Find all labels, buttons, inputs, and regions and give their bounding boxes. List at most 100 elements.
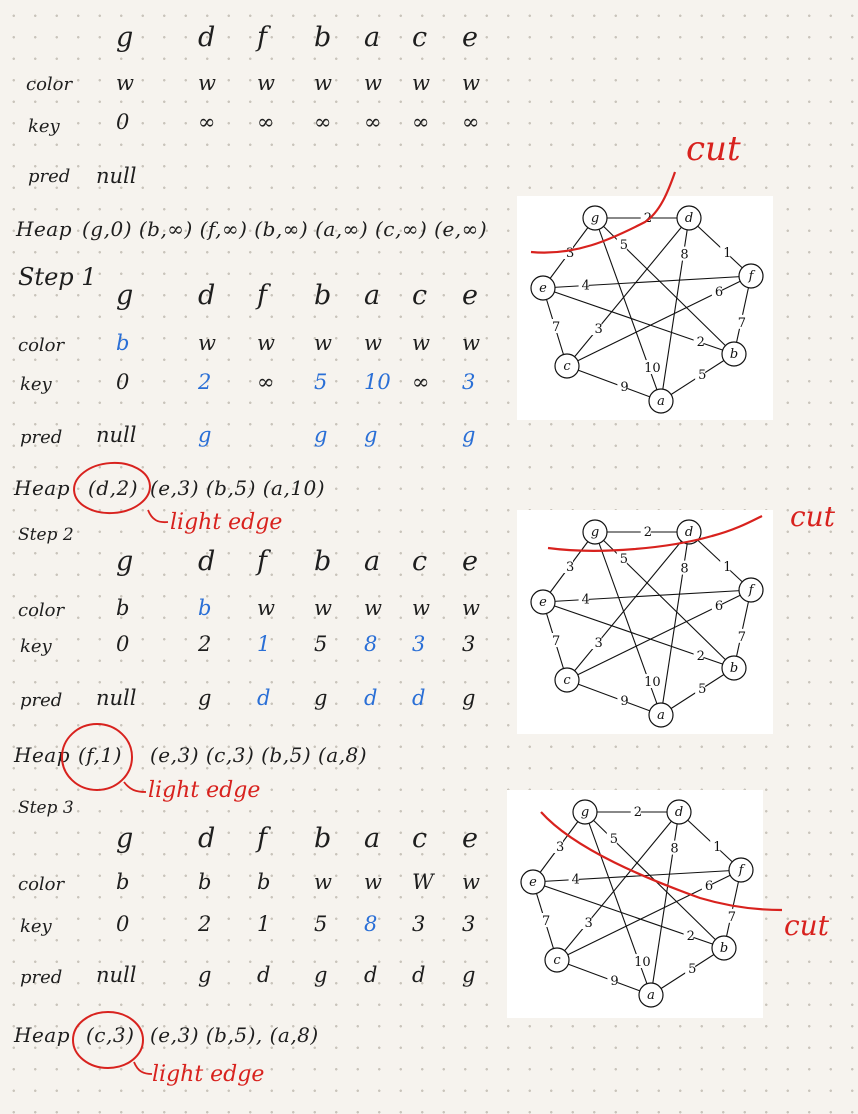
step2-color-1: b (198, 596, 212, 620)
edge-weight-a-c: 9 (610, 974, 618, 989)
edge-e-f (542, 589, 752, 603)
step1-key-5: ∞ (412, 370, 430, 394)
step1-header-b: b (314, 280, 332, 311)
step2-pred-4: d (364, 686, 378, 710)
step1-color-0: b (116, 331, 130, 355)
step2-pred-5: d (412, 686, 426, 710)
step1-color-2: w (257, 331, 275, 355)
step3-color-1: b (198, 870, 212, 894)
step2-key-label: key (20, 636, 52, 657)
step1-color-5: w (412, 331, 430, 355)
step3-heap-min: (c,3) (86, 1023, 135, 1047)
step2-pred-3: g (314, 686, 328, 710)
node-label-e: e (539, 281, 547, 296)
step3-pred-0: null (96, 963, 137, 987)
step1-key-6: 3 (462, 370, 476, 394)
node-label-a: a (647, 988, 655, 1003)
initial-heap-label: Heap (16, 217, 73, 241)
edge-weight-d-a: 8 (670, 842, 678, 857)
node-d (676, 205, 702, 231)
edge-d-a (660, 531, 690, 716)
node-a (638, 982, 664, 1008)
edge-weight-f-b: 7 (738, 630, 746, 645)
light-edge-pointer-2 (123, 781, 147, 793)
edge-a-c (566, 365, 662, 402)
step3-light-edge-note: light edge (152, 1062, 265, 1087)
step2-key-5: 3 (412, 632, 426, 656)
edge-a-c (566, 679, 662, 716)
step1-key-4: 10 (364, 370, 391, 394)
initial-header-a: a (364, 22, 381, 53)
node-label-d: d (685, 211, 693, 226)
edge-weight-d-c: 3 (595, 322, 603, 337)
edge-weight-a-c: 9 (620, 694, 628, 709)
initial-key-3: ∞ (314, 110, 332, 134)
edge-weight-e-b: 2 (697, 335, 705, 350)
step3-color-0: b (116, 870, 130, 894)
edge-weight-c-e: 7 (552, 320, 560, 335)
edge-weight-e-f: 4 (572, 873, 580, 888)
edge-weight-d-c: 3 (585, 916, 593, 931)
step1-pred-6: g (462, 423, 476, 447)
step3-key-1: 2 (198, 912, 212, 936)
edge-e-f (542, 275, 752, 289)
initial-color-2: w (257, 71, 275, 95)
step3-header-g: g (116, 823, 134, 854)
initial-color-6: w (462, 71, 480, 95)
step2-key-3: 5 (314, 632, 328, 656)
node-b (721, 341, 747, 367)
step3-pred-1: g (198, 963, 212, 987)
cut-label-3: cut (784, 909, 829, 942)
initial-pred-label: pred (28, 166, 71, 187)
node-label-b: b (720, 941, 728, 956)
edge-weight-d-c: 3 (595, 636, 603, 651)
node-label-a: a (657, 394, 665, 409)
edge-weight-g-a: 10 (644, 675, 661, 690)
node-label-e: e (539, 595, 547, 610)
node-label-f: f (748, 583, 756, 598)
initial-header-f: f (257, 22, 267, 53)
step1-title: Step 1 (18, 263, 97, 291)
step2-pred-0: null (96, 686, 137, 710)
step3-header-d: d (198, 823, 216, 854)
node-a (648, 702, 674, 728)
edge-weight-d-f: 1 (713, 840, 721, 855)
step2-key-2: 1 (257, 632, 271, 656)
step2-pred-1: g (198, 686, 212, 710)
step3-pred-2: d (257, 963, 271, 987)
initial-header-b: b (314, 22, 332, 53)
initial-color-5: w (412, 71, 430, 95)
node-f (738, 577, 764, 603)
initial-key-label: key (28, 116, 60, 137)
edge-weight-g-a: 10 (644, 361, 661, 376)
step2-color-5: w (412, 596, 430, 620)
step1-key-1: 2 (198, 370, 212, 394)
step3-header-a: a (364, 823, 381, 854)
step2-key-1: 2 (198, 632, 212, 656)
step3-heap-rest: (e,3) (b,5), (a,8) (150, 1023, 319, 1047)
step1-pred-4: g (364, 423, 378, 447)
edge-weight-e-g: 3 (566, 560, 574, 575)
node-b (711, 935, 737, 961)
step1-header-a: a (364, 280, 381, 311)
initial-header-d: d (198, 22, 216, 53)
step1-key-3: 5 (314, 370, 328, 394)
initial-color-4: w (364, 71, 382, 95)
edge-weight-g-b: 5 (610, 832, 618, 847)
edge-weight-g-d: 2 (644, 525, 652, 540)
edge-a-c (556, 959, 652, 996)
edge-weight-b-a: 5 (688, 962, 696, 977)
step1-light-edge-note: light edge (170, 510, 283, 535)
initial-pred-0: null (96, 164, 137, 188)
step1-heap-label: Heap (14, 476, 71, 500)
initial-key-0: 0 (116, 110, 130, 134)
step2-color-6: w (462, 596, 480, 620)
step2-key-6: 3 (462, 632, 476, 656)
step2-header-b: b (314, 546, 332, 577)
step2-light-edge-note: light edge (148, 778, 261, 803)
step2-color-0: b (116, 596, 130, 620)
